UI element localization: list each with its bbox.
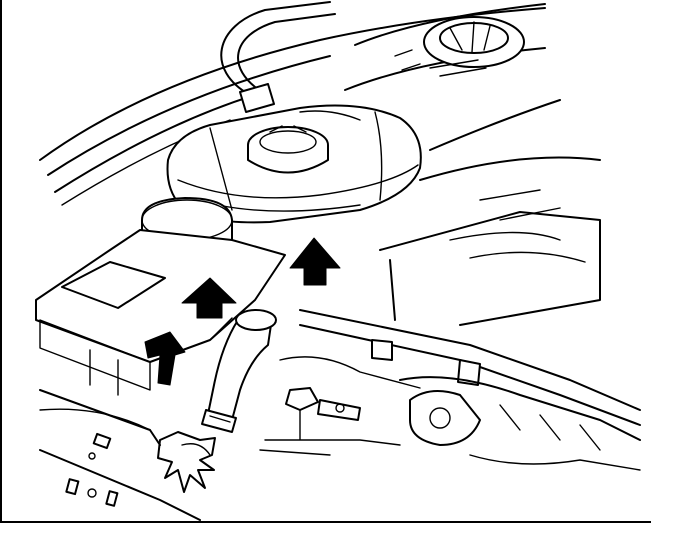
upper-hose <box>220 1 336 113</box>
radiator-support <box>39 389 201 521</box>
engine-harness <box>259 309 641 456</box>
coolant-reservoir <box>166 104 422 224</box>
arrow-lower-left <box>144 331 186 386</box>
engine-block <box>399 376 641 471</box>
frame-bottom-border <box>0 521 651 523</box>
arrow-upper-right <box>289 237 341 286</box>
lower-coolant-hose <box>201 309 277 433</box>
right-body-structure <box>379 99 601 326</box>
clamp-bracket <box>157 431 216 493</box>
strut-tower <box>344 3 546 91</box>
callout-arrows <box>144 237 341 386</box>
arrow-middle <box>181 277 237 319</box>
frame-left-border <box>0 0 2 522</box>
